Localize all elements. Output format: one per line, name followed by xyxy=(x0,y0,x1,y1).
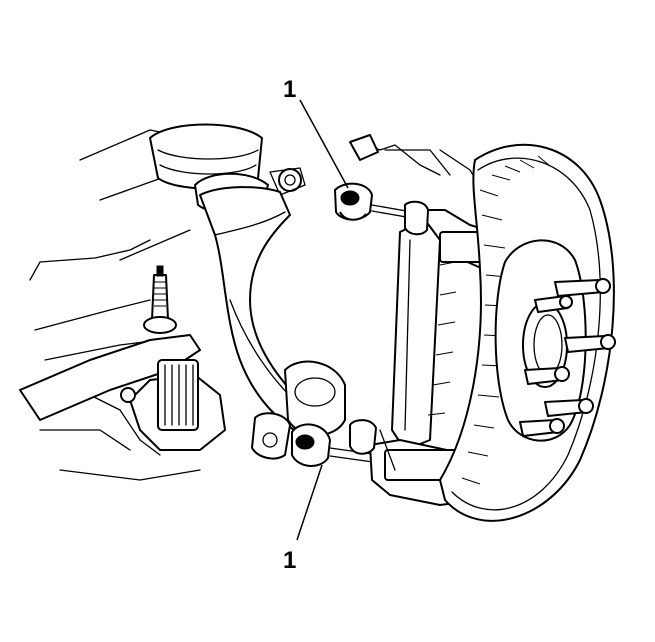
callout-label-top: 1 xyxy=(283,76,296,103)
wheel-studs xyxy=(519,278,616,437)
lower-slide-pin-bushing xyxy=(291,423,381,467)
lower-ball-joint xyxy=(251,360,346,460)
brake-hose-fitting xyxy=(349,134,486,196)
callout-leader-bottom xyxy=(296,464,323,541)
upper-slide-pin-bushing xyxy=(334,182,413,221)
tie-rod-stud xyxy=(143,265,177,334)
upper-mount-bolt xyxy=(269,167,306,196)
callout-label-bottom: 1 xyxy=(283,547,296,574)
lower-control-arm xyxy=(19,334,226,451)
callout-leader-top xyxy=(299,99,349,189)
